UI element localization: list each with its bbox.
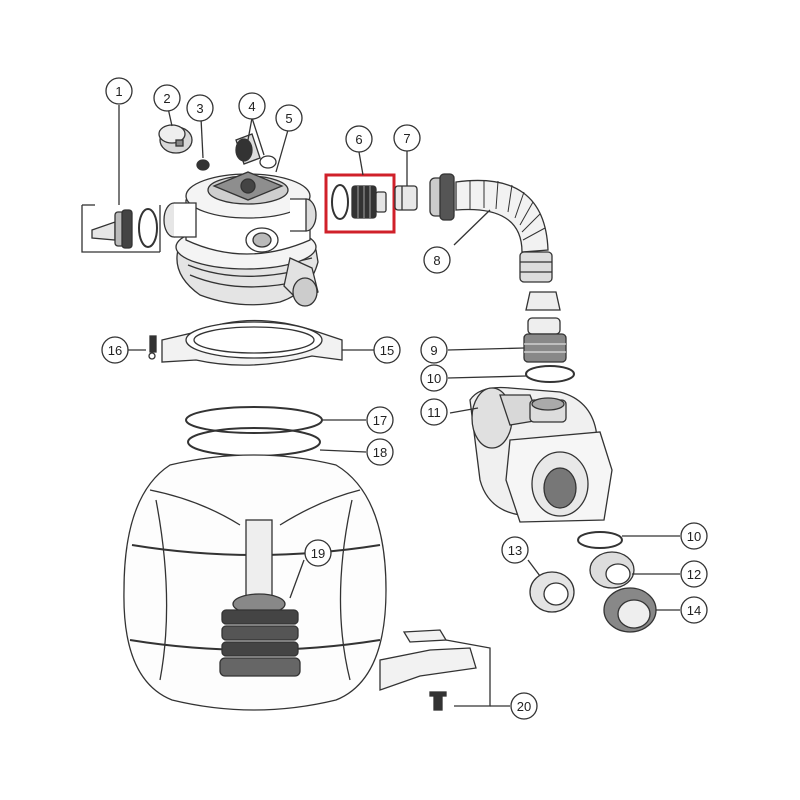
callout-label-2: 2 bbox=[163, 91, 170, 106]
part-17-oring bbox=[185, 406, 366, 434]
part-20-base bbox=[379, 629, 510, 711]
part-14-union-nut bbox=[603, 587, 680, 633]
callout-13: 13 bbox=[501, 536, 529, 564]
part-8-flexible-hose bbox=[429, 173, 553, 283]
callout-label-11: 11 bbox=[427, 405, 441, 420]
callout-15: 15 bbox=[373, 336, 401, 364]
part-4-sight-glass bbox=[235, 117, 277, 169]
part-5-leader bbox=[275, 129, 289, 173]
callout-label-10-lower: 10 bbox=[687, 529, 701, 544]
part-2-cap bbox=[158, 107, 193, 154]
callout-label-20: 20 bbox=[517, 699, 531, 714]
part-1-hose-adapter bbox=[81, 105, 161, 253]
callout-label-19: 19 bbox=[311, 546, 325, 561]
callouts: 1 2 3 4 5 6 7 8 9 10 11 10 12 13 14 15 1… bbox=[101, 77, 708, 720]
callout-label-12: 12 bbox=[687, 567, 701, 582]
callout-label-7: 7 bbox=[403, 131, 410, 146]
callout-6: 6 bbox=[345, 125, 373, 153]
callout-5: 5 bbox=[275, 104, 303, 132]
callout-2: 2 bbox=[153, 84, 181, 112]
callout-label-9: 9 bbox=[430, 343, 437, 358]
callout-label-5: 5 bbox=[285, 111, 292, 126]
callout-label-6: 6 bbox=[355, 132, 362, 147]
callout-12: 12 bbox=[680, 560, 708, 588]
callout-label-3: 3 bbox=[196, 101, 203, 116]
callout-4: 4 bbox=[238, 92, 266, 120]
part-12-adapter bbox=[589, 551, 680, 589]
callout-label-10-upper: 10 bbox=[427, 371, 441, 386]
callout-11: 11 bbox=[420, 398, 448, 426]
callout-label-17: 17 bbox=[373, 413, 387, 428]
part-10-oring-upper bbox=[447, 365, 575, 383]
callout-label-14: 14 bbox=[687, 603, 701, 618]
callout-3: 3 bbox=[186, 94, 214, 122]
callout-8: 8 bbox=[423, 246, 451, 274]
callout-10-lower: 10 bbox=[680, 522, 708, 550]
part-15-clamp bbox=[161, 319, 374, 366]
callout-label-15: 15 bbox=[380, 343, 394, 358]
part-6-union-fitting bbox=[324, 151, 396, 234]
multiport-valve-body bbox=[163, 171, 319, 307]
part-13-tail-piece bbox=[527, 559, 575, 613]
callout-label-4: 4 bbox=[248, 99, 255, 114]
part-16-screw bbox=[128, 335, 157, 360]
filter-tank bbox=[123, 454, 387, 711]
callout-9: 9 bbox=[420, 336, 448, 364]
callout-1: 1 bbox=[105, 77, 133, 105]
callout-14: 14 bbox=[680, 596, 708, 624]
callout-17: 17 bbox=[366, 406, 394, 434]
part-10-oring-lower bbox=[577, 531, 680, 549]
part-9-pump-union bbox=[447, 291, 567, 363]
highlight-box bbox=[324, 173, 396, 234]
callout-10-upper: 10 bbox=[420, 364, 448, 392]
callout-16: 16 bbox=[101, 336, 129, 364]
callout-label-13: 13 bbox=[508, 543, 522, 558]
callout-18: 18 bbox=[366, 438, 394, 466]
part-3-plug bbox=[196, 117, 210, 171]
callout-20: 20 bbox=[510, 692, 538, 720]
callout-label-1: 1 bbox=[115, 84, 122, 99]
part-11-pump bbox=[449, 386, 613, 523]
callout-label-8: 8 bbox=[433, 253, 440, 268]
callout-7: 7 bbox=[393, 124, 421, 152]
callout-19: 19 bbox=[304, 539, 332, 567]
callout-label-18: 18 bbox=[373, 445, 387, 460]
part-7-nipple bbox=[394, 150, 418, 211]
callout-label-16: 16 bbox=[108, 343, 122, 358]
